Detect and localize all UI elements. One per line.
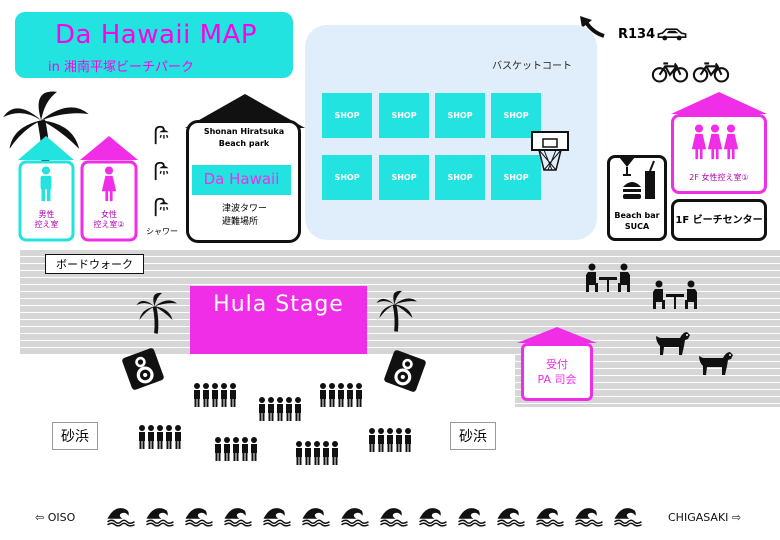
wave-icon xyxy=(496,503,526,527)
hula-stage xyxy=(190,286,367,354)
direction-chigasaki: CHIGASAKI ⇨ xyxy=(668,511,742,524)
audience-group-icon xyxy=(257,396,303,422)
bicycle-icon xyxy=(651,60,689,84)
shop-1: SHOP xyxy=(322,93,372,138)
palm-tree-icon xyxy=(135,290,180,335)
shower-icon xyxy=(152,160,174,182)
beach-label-left: 砂浜 xyxy=(52,422,98,450)
man-icon xyxy=(37,166,55,202)
basketball-hoop-icon xyxy=(531,131,569,171)
road-label: R134 xyxy=(618,27,656,42)
beach-center-building xyxy=(671,199,767,241)
audience-group-icon xyxy=(137,424,183,450)
shower-icon xyxy=(152,196,174,218)
direction-oiso: ⇦ OISO xyxy=(35,511,76,524)
shop-3: SHOP xyxy=(435,93,485,138)
audience-group-icon xyxy=(367,427,413,453)
wave-icon xyxy=(301,503,331,527)
hula-stage-label: Hula Stage xyxy=(213,292,344,317)
audience-group-icon xyxy=(192,382,238,408)
audience-group-icon xyxy=(294,440,340,466)
beach-label-right: 砂浜 xyxy=(450,422,496,450)
wave-icon xyxy=(379,503,409,527)
wave-icon xyxy=(262,503,292,527)
dog-icon xyxy=(695,345,735,377)
female-room-1-building xyxy=(671,114,767,194)
bicycle-icon xyxy=(692,60,730,84)
wave-icon xyxy=(574,503,604,527)
title-banner xyxy=(15,12,293,78)
map-title: Da Hawaii MAP xyxy=(55,20,258,50)
wave-icon xyxy=(418,503,448,527)
female-room-2-building xyxy=(80,136,138,242)
tsunami-tower-label: 津波タワー 避難場所 xyxy=(222,204,268,227)
arrow-icon xyxy=(580,16,605,38)
da-hawaii-brand: Da Hawaii xyxy=(203,170,280,188)
map-subtitle: in 湘南平塚ビーチパーク xyxy=(48,60,194,75)
wave-icon xyxy=(457,503,487,527)
food-drink-icon xyxy=(619,157,655,199)
woman-icon xyxy=(722,120,740,164)
wave-icon xyxy=(340,503,370,527)
female-room-2-label: 女性 控え室② xyxy=(93,210,125,230)
shop-5: SHOP xyxy=(322,155,372,200)
wave-icon xyxy=(223,503,253,527)
da-hawaii-sign xyxy=(192,165,291,195)
palm-tree-icon xyxy=(375,288,420,333)
shop-7: SHOP xyxy=(435,155,485,200)
beach-park-roof xyxy=(185,94,305,128)
shop-8: SHOP xyxy=(491,155,541,200)
beach-bar-label: Beach bar SUCA xyxy=(614,211,660,232)
wave-icon xyxy=(535,503,565,527)
dining-table-icon xyxy=(585,263,631,293)
female-room-1-label: 2F 女性控え室① xyxy=(689,173,749,182)
car-icon xyxy=(656,26,688,42)
audience-group-icon xyxy=(318,382,364,408)
reception-roof xyxy=(517,327,597,343)
dining-table-icon xyxy=(652,280,698,310)
court-label: バスケットコート xyxy=(492,61,572,72)
shower-label: シャワー xyxy=(146,227,178,236)
wave-icon xyxy=(106,503,136,527)
woman-icon xyxy=(100,166,118,202)
audience-group-icon xyxy=(213,436,259,462)
beach-center-label: 1F ビーチセンター xyxy=(675,215,763,226)
male-room-label: 男性 控え室 xyxy=(34,210,59,230)
reception-building xyxy=(521,343,593,401)
boardwalk-label: ボードウォーク xyxy=(45,254,144,274)
reception-label: 受付 PA 司会 xyxy=(537,358,577,387)
wave-icon xyxy=(613,503,643,527)
beach-park-name: Shonan Hiratsuka Beach park xyxy=(203,127,285,148)
shower-icon xyxy=(152,124,174,146)
shop-2: SHOP xyxy=(379,93,429,138)
female-room-1-roof xyxy=(671,92,767,114)
shop-4: SHOP xyxy=(491,93,541,138)
wave-icon xyxy=(145,503,175,527)
shop-6: SHOP xyxy=(379,155,429,200)
wave-icon xyxy=(184,503,214,527)
dog-icon xyxy=(652,325,692,357)
male-room-building xyxy=(18,136,75,242)
